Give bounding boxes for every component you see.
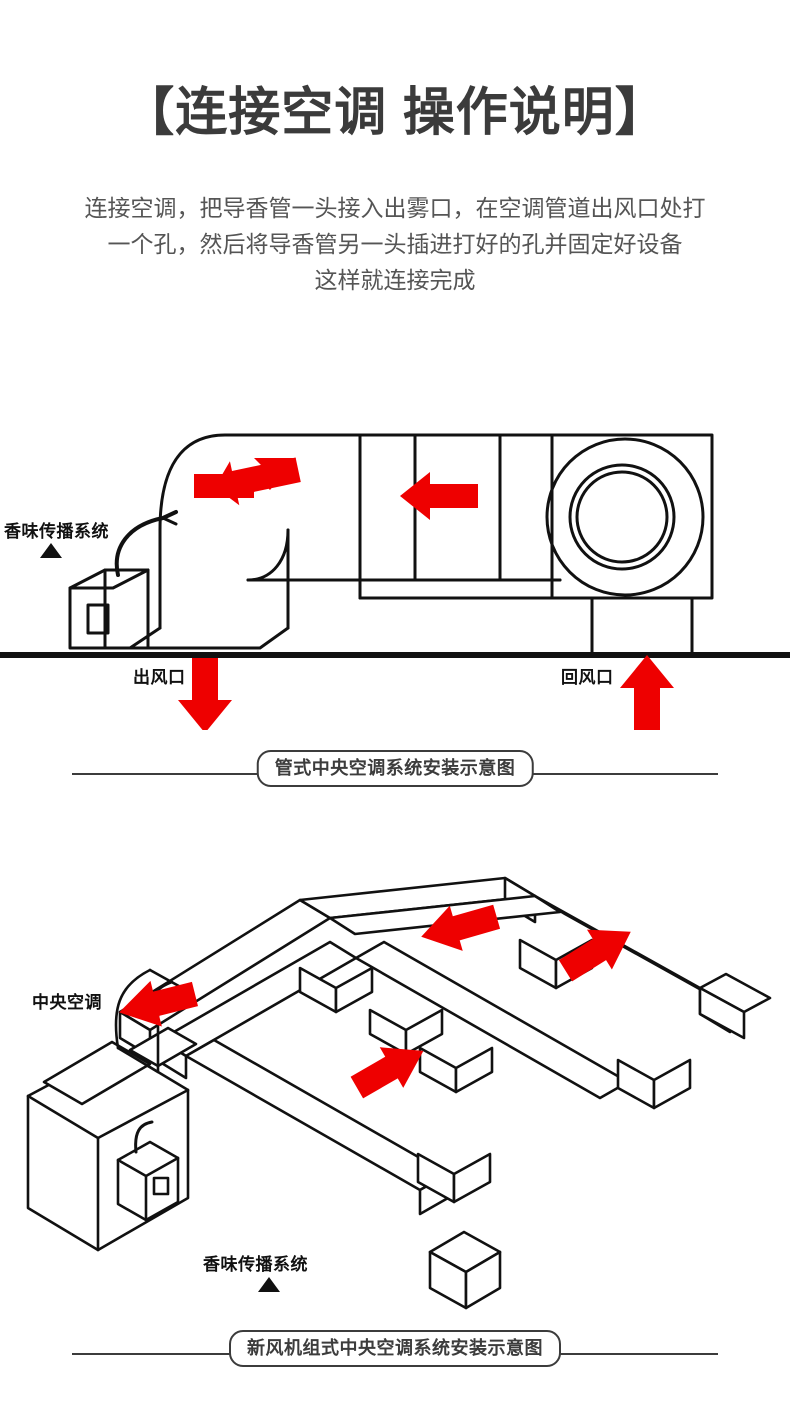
ahu-riser-face	[116, 1008, 160, 1074]
branch-duct-1-top	[334, 966, 374, 1014]
page-description: 连接空调，把导香管一头接入出雾口，在空调管道出风口处打 一个孔，然后将导香管另一…	[40, 190, 750, 298]
caption-rule-right	[522, 773, 718, 775]
label-scent-system-1: 香味传播系统	[4, 522, 109, 541]
duct-elbow-inner	[246, 528, 290, 582]
ahu-top-edge	[96, 1088, 190, 1140]
scent-device-2-top	[144, 1156, 180, 1178]
scent-device-top	[68, 568, 150, 590]
fan-scroll-outer	[545, 437, 705, 597]
ground-line	[0, 652, 790, 658]
page-title: 【连接空调 操作说明】	[122, 84, 668, 142]
scent-tube-2	[134, 1120, 154, 1154]
branch-duct-3-top	[454, 1046, 494, 1094]
scent-system-pointer-2	[258, 1277, 280, 1292]
terminal-box-2	[616, 1058, 656, 1110]
diagram-2-caption: 新风机组式中央空调系统安装示意图	[0, 1330, 790, 1376]
caption-2-text: 新风机组式中央空调系统安装示意图	[229, 1330, 561, 1367]
fan-wheel-outer	[568, 463, 676, 571]
scent-device-2	[116, 1140, 180, 1222]
fan-pedestal	[590, 596, 694, 657]
duct-elbow-outer	[158, 433, 227, 532]
branch-duct-3	[418, 1046, 458, 1094]
terminal-box-2-top	[652, 1058, 692, 1110]
supply-boot	[128, 626, 290, 650]
drop-duct-side	[464, 1250, 502, 1310]
supply-air-arrow	[178, 658, 232, 730]
description-line-2: 一个孔，然后将导香管另一头插进打好的孔并固定好设备	[107, 231, 683, 257]
caption-2-rule-left	[72, 1353, 268, 1355]
label-return-air: 回风口	[561, 668, 614, 687]
ahu-riser-outer	[114, 968, 152, 1050]
duct-flow-arrow-body	[214, 457, 301, 506]
duct-flow-arrow-left	[119, 980, 198, 1027]
duct-flow-arrow-right	[558, 929, 631, 982]
caption-1-text: 管式中央空调系统安装示意图	[256, 750, 534, 787]
branch-duct-2	[368, 1008, 408, 1056]
ahu-rib-1	[42, 1040, 152, 1106]
terminal-box-1	[518, 938, 558, 990]
duct-flow-arrow-center	[350, 1047, 424, 1099]
diagram-1-caption: 管式中央空调系统安装示意图	[0, 750, 790, 796]
branch-duct-2-top	[404, 1008, 444, 1056]
scent-tube-tip	[161, 516, 178, 526]
coil-flow-arrow	[400, 472, 478, 520]
scent-device-panel	[86, 603, 110, 635]
scent-system-pointer-1	[40, 543, 62, 558]
scent-tube	[114, 510, 178, 577]
caption-2-rule-right	[522, 1353, 718, 1355]
ahu-rib-2	[128, 1026, 198, 1068]
caption-rule-left	[72, 773, 268, 775]
fan-wheel-inner	[575, 470, 669, 564]
duct-type-ac-diagram	[0, 400, 790, 730]
tail-duct-front	[698, 986, 746, 1040]
label-central-ac: 中央空调	[32, 993, 102, 1012]
ahu-type-ac-diagram	[0, 860, 790, 1310]
description-line-3: 这样就连接完成	[314, 267, 476, 293]
description-line-1: 连接空调，把导香管一头接入出雾口，在空调管道出风口处打	[84, 195, 706, 221]
label-supply-air: 出风口	[133, 668, 186, 687]
scent-device-front	[68, 568, 150, 650]
return-air-arrow	[620, 655, 674, 730]
label-scent-system-2: 香味传播系统	[203, 1255, 308, 1274]
scent-device-2-panel	[152, 1176, 170, 1196]
duct-flow-arrow-top	[421, 904, 501, 951]
terminal-box-3-top	[452, 1152, 492, 1204]
